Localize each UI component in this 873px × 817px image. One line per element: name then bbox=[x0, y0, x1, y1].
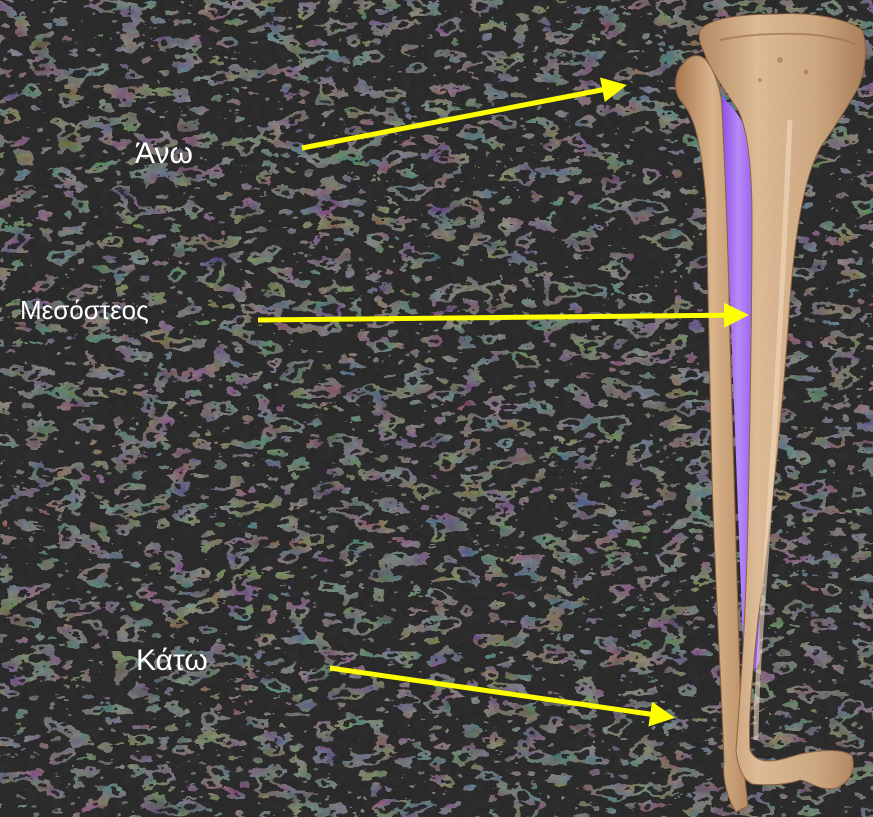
label-upper-end: Άνω bbox=[135, 139, 193, 169]
arrow-middle bbox=[258, 315, 744, 320]
label-diaphysis: Μεσόστεος bbox=[20, 297, 149, 323]
label-lower-end: Κάτω bbox=[136, 646, 208, 676]
arrow-lower bbox=[330, 668, 670, 717]
arrow-upper bbox=[302, 86, 622, 148]
